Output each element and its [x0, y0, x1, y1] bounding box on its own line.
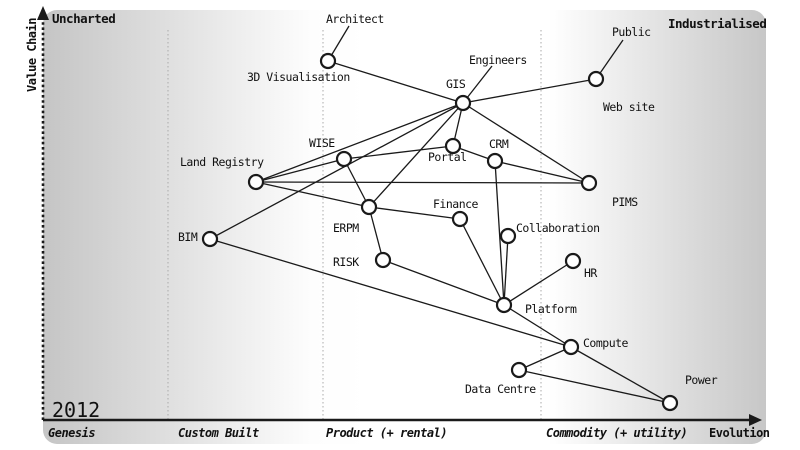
node-label-power: Power [685, 373, 718, 387]
node-portal [444, 137, 462, 155]
annotation-label-architect: Architect [326, 12, 384, 26]
node-label-crm: CRM [489, 137, 509, 151]
node-landreg [247, 173, 265, 191]
node-label-gis: GIS [446, 77, 466, 91]
node-label-compute: Compute [583, 336, 629, 350]
edge-wise-erpm [343, 158, 370, 208]
node-label-3dvis: 3D Visualisation [247, 70, 350, 84]
y-axis-arrow-icon [37, 6, 49, 20]
node-3dvis [319, 52, 337, 70]
x-axis-label: Evolution [709, 426, 770, 440]
stage-label-1: Custom Built [178, 426, 259, 440]
node-label-wise: WISE [309, 136, 335, 150]
corner-label-industrialised: Industrialised [668, 16, 766, 31]
stage-label-3: Commodity (+ utility) [546, 426, 687, 440]
edge-gis-bim [209, 102, 464, 240]
node-risk [374, 251, 392, 269]
stage-label-0: Genesis [48, 426, 95, 440]
corner-label-uncharted: Uncharted [52, 11, 115, 26]
edge-risk-platform [382, 259, 505, 306]
edge-erpm-risk [368, 206, 384, 261]
node-compute [562, 338, 580, 356]
map-panel [43, 10, 766, 444]
edge-gis-landreg [255, 102, 464, 183]
node-gis [454, 94, 472, 112]
node-crm [486, 152, 504, 170]
node-bim [201, 230, 219, 248]
node-label-pims: PIMS [612, 195, 638, 209]
node-website [587, 70, 605, 88]
nodes [201, 52, 679, 412]
node-label-portal: Portal [428, 150, 467, 164]
edge-3dvis-gis [327, 60, 464, 104]
axes [37, 6, 762, 426]
edge-gis-website [462, 78, 597, 104]
stage-dividers [167, 30, 542, 419]
node-hr [564, 252, 582, 270]
edge-erpm-finance [368, 206, 461, 220]
edge-collab-platform [503, 235, 509, 306]
node-label-collab: Collaboration [516, 221, 600, 235]
edge-bim-compute [209, 238, 572, 348]
edge-gis-erpm [368, 102, 464, 208]
annotation-label-public: Public [612, 25, 651, 39]
y-axis-label: Value Chain [25, 18, 39, 92]
edge-landreg-pims [255, 181, 590, 184]
edge-wise-portal [343, 145, 454, 160]
node-label-platform: Platform [525, 302, 577, 316]
node-label-bim: BIM [178, 230, 198, 244]
annotation-label-engineers: Engineers [469, 53, 527, 67]
node-label-risk: RISK [333, 255, 359, 269]
node-platform [495, 296, 513, 314]
edge-hr-platform [503, 260, 574, 306]
node-label-finance: Finance [433, 197, 479, 211]
node-erpm [360, 198, 378, 216]
stage-label-2: Product (+ rental) [326, 426, 447, 440]
node-power [661, 394, 679, 412]
year-label: 2012 [52, 398, 100, 422]
node-label-datacentre: Data Centre [465, 382, 536, 396]
edge-crm-pims [494, 160, 590, 184]
edge-landreg-wise [255, 158, 345, 183]
node-label-erpm: ERPM [333, 221, 359, 235]
x-axis-arrow-icon [749, 414, 762, 426]
edge-platform-compute [503, 304, 572, 348]
node-label-website: Web site [603, 100, 655, 114]
node-datacentre [510, 361, 528, 379]
node-label-landreg: Land Registry [180, 155, 264, 169]
node-collab [499, 227, 517, 245]
edge-datacentre-power [518, 369, 671, 404]
node-finance [451, 210, 469, 228]
edge-crm-platform [494, 160, 505, 306]
edges [209, 60, 671, 404]
edge-gis-pims [462, 102, 590, 184]
edge-compute-power [570, 346, 671, 404]
node-wise [335, 150, 353, 168]
node-label-hr: HR [584, 266, 597, 280]
edge-compute-datacentre [518, 346, 572, 371]
edge-landreg-erpm [255, 181, 370, 208]
edge-finance-platform [459, 218, 505, 306]
node-pims [580, 174, 598, 192]
